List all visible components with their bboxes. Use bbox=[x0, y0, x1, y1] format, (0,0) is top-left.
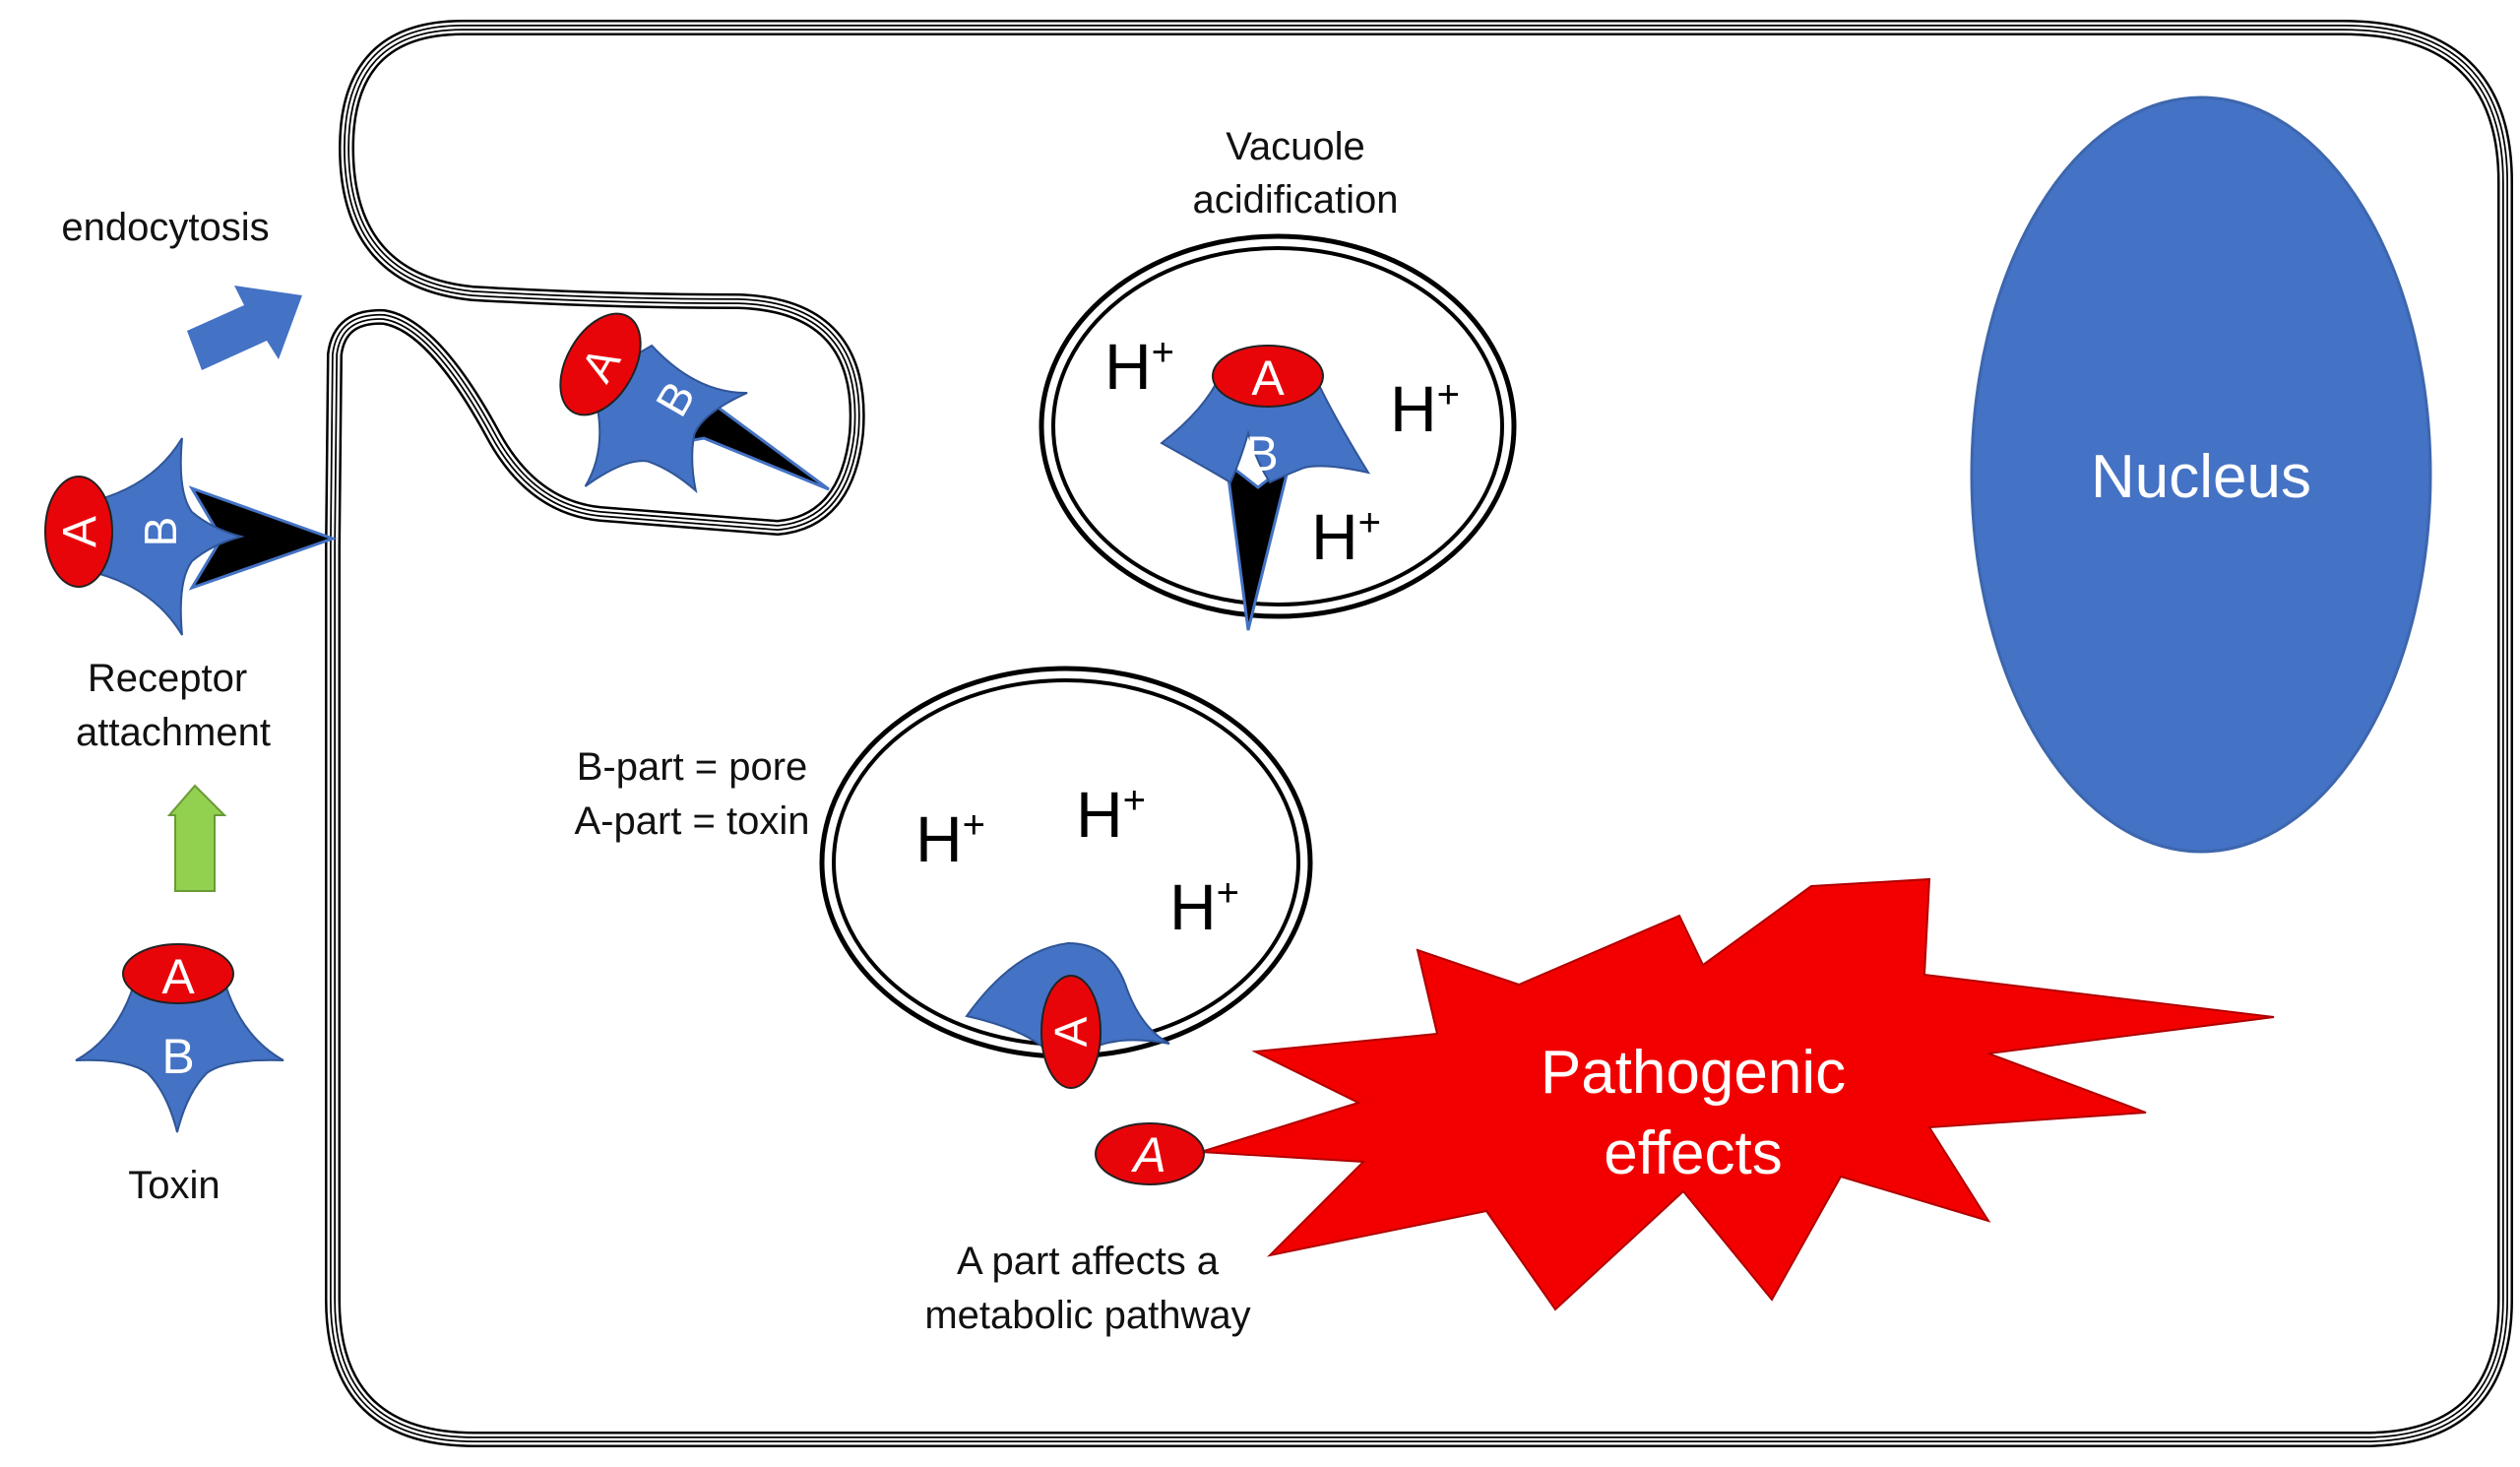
bpart-label: B-part = pore bbox=[577, 745, 808, 789]
vacuole-label-line1: Vacuole bbox=[1226, 125, 1365, 168]
proton-3: H+ bbox=[1311, 500, 1381, 573]
toxin-label: Toxin bbox=[128, 1164, 220, 1207]
proton-2: H+ bbox=[1390, 372, 1460, 445]
released-a-subunit bbox=[1095, 1122, 1205, 1185]
toxin-a-letter: A bbox=[161, 949, 195, 1004]
receptor-label-line1: Receptor bbox=[88, 657, 247, 700]
pathogenic-label-line2: effects bbox=[1604, 1119, 1783, 1187]
endocytosed-toxin-a-subunit bbox=[559, 312, 642, 416]
receptor-toxin-b-letter: B bbox=[135, 517, 186, 547]
membrane-layer-4 bbox=[331, 26, 2507, 1441]
labels: endocytosis Receptor attachment Toxin Va… bbox=[61, 125, 1398, 1337]
upward-green-arrow bbox=[166, 784, 227, 892]
vacuole-toxin-a-subunit bbox=[1212, 345, 1324, 408]
vacuole-toxin-a-letter: A bbox=[1251, 351, 1285, 406]
cell-membrane bbox=[325, 20, 2513, 1447]
endocytosis-label: endocytosis bbox=[61, 206, 269, 249]
toxin-b-letter: B bbox=[161, 1029, 194, 1084]
toxin-a-subunit bbox=[122, 943, 234, 1004]
nucleus-label: Nucleus bbox=[2091, 443, 2311, 511]
receptor-label-line2: attachment bbox=[76, 711, 271, 754]
vacuole-toxin-b-letter: B bbox=[1245, 426, 1278, 481]
toxin-free: A B bbox=[75, 943, 284, 1133]
pathogenic-label-line1: Pathogenic bbox=[1541, 1039, 1846, 1107]
apart-affects-line2: metabolic pathway bbox=[924, 1294, 1250, 1337]
receptor-attached-toxin: A B bbox=[44, 437, 338, 636]
endocytosis-arrow bbox=[187, 286, 302, 370]
apart-affects-line1: A part affects a bbox=[957, 1240, 1220, 1283]
released-a-part: A bbox=[1095, 1122, 1205, 1185]
vacuole-toxin: A B bbox=[1160, 345, 1371, 631]
apart-label: A-part = toxin bbox=[574, 799, 809, 843]
pore-a-subunit bbox=[1040, 975, 1102, 1089]
proton-4: H+ bbox=[915, 802, 985, 875]
proton-5: H+ bbox=[1076, 778, 1146, 851]
receptor-toxin-a-letter: A bbox=[54, 516, 106, 547]
vacuole-label-line2: acidification bbox=[1192, 178, 1398, 222]
endocytosed-toxin: A B bbox=[559, 312, 830, 494]
vacuole-acidification bbox=[1039, 233, 1517, 619]
pore-toxin: A bbox=[965, 941, 1170, 1089]
protons: H+ H+ H+ H+ H+ H+ bbox=[915, 330, 1460, 943]
pathogenic-effects-burst: Pathogenic effects bbox=[1200, 877, 2275, 1311]
pore-a-letter: A bbox=[1045, 1016, 1097, 1047]
released-a-letter: A bbox=[1130, 1127, 1166, 1182]
proton-6: H+ bbox=[1169, 870, 1239, 943]
nucleus: Nucleus bbox=[1970, 96, 2432, 854]
proton-1: H+ bbox=[1104, 330, 1174, 403]
receptor-toxin-a-subunit bbox=[44, 476, 113, 588]
